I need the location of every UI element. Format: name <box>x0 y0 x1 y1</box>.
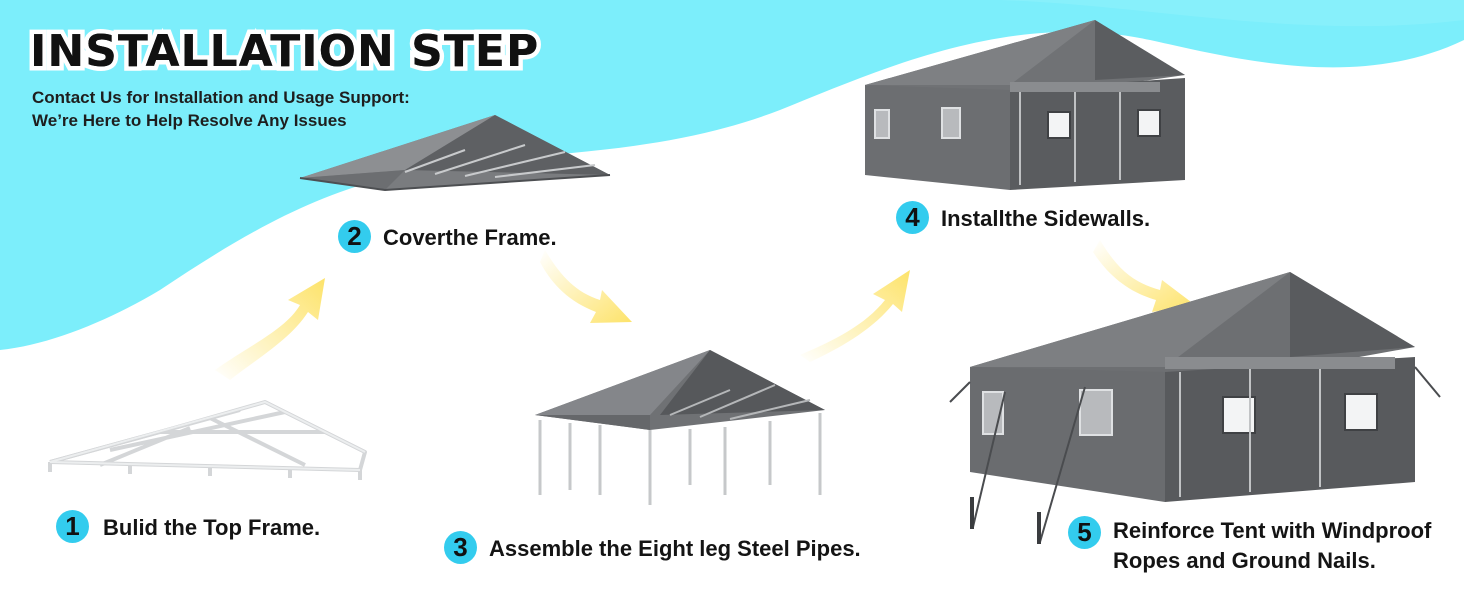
step-2: 2 Coverthe Frame. <box>338 220 557 253</box>
step-number-badge: 5 <box>1068 516 1101 549</box>
arrow-step2-to-step3 <box>540 250 632 323</box>
top-frame-illustration <box>48 400 367 480</box>
reinforced-tent-illustration <box>949 272 1441 544</box>
step-label-line-1: Reinforce Tent with Windproof <box>1113 518 1432 543</box>
step-label-line-2: Ropes and Ground Nails. <box>1113 548 1376 573</box>
arrow-step4-to-step5 <box>1093 240 1195 312</box>
step-label: Assemble the Eight leg Steel Pipes. <box>489 536 861 561</box>
step-number-badge: 3 <box>444 531 477 564</box>
step-3: 3 Assemble the Eight leg Steel Pipes. <box>444 531 861 564</box>
step-4: 4 Installthe Sidewalls. <box>896 201 1150 234</box>
step-label: Bulid the Top Frame. <box>103 515 321 540</box>
arrow-step1-to-step2 <box>215 278 325 380</box>
step-5: 5 Reinforce Tent with Windproof Ropes an… <box>1068 516 1431 576</box>
step-1: 1 Bulid the Top Frame. <box>56 510 320 543</box>
step-label: Installthe Sidewalls. <box>941 206 1151 231</box>
covered-frame-illustration <box>299 115 611 192</box>
step-number-badge: 2 <box>338 220 371 253</box>
step-label: Reinforce Tent with Windproof Ropes and … <box>1113 516 1431 576</box>
page-title-outline: INSTALLATION STEP <box>25 22 542 82</box>
tent-with-legs-illustration <box>535 350 825 505</box>
step-label: Coverthe Frame. <box>383 225 557 250</box>
tent-with-sidewalls-illustration <box>865 20 1185 190</box>
arrow-step3-to-step4 <box>800 270 910 362</box>
step-number-badge: 4 <box>896 201 929 234</box>
page-title: INSTALLATION STEP <box>30 26 540 77</box>
subtitle-line-2: We’re Here to Help Resolve Any Issues <box>32 111 347 130</box>
step-number-badge: 1 <box>56 510 89 543</box>
support-subtitle: Contact Us for Installation and Usage Su… <box>32 86 410 132</box>
subtitle-line-1: Contact Us for Installation and Usage Su… <box>32 88 410 107</box>
